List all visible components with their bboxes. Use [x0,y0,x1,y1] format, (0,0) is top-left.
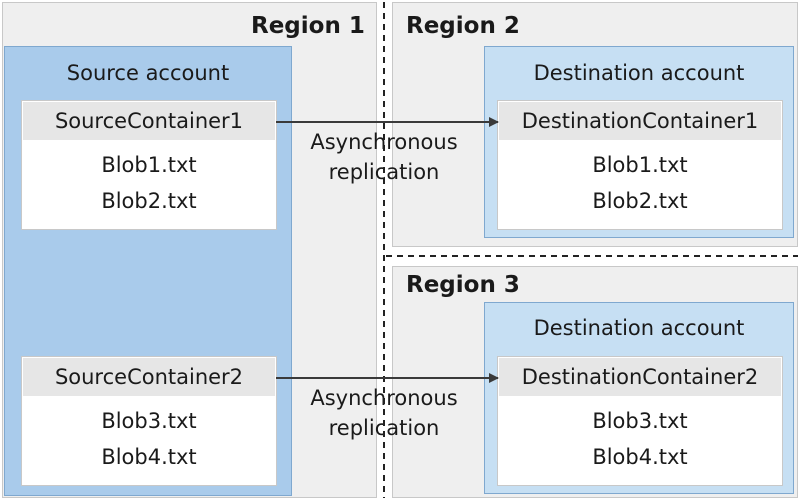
dest-blob-2-txt: Blob2.txt [592,189,688,213]
source-container-1-name: SourceContainer1 [23,102,275,140]
dest-blob-1-txt: Blob1.txt [592,153,688,177]
source-account-title: Source account [66,61,230,85]
destination-container-2: DestinationContainer2 Blob3.txt Blob4.tx… [497,356,783,486]
dest-blob-4-txt: Blob4.txt [592,445,688,469]
source-account: Source account SourceContainer1 Blob1.tx… [4,46,292,496]
blob-3-txt: Blob3.txt [101,409,197,433]
source-container-2: SourceContainer2 Blob3.txt Blob4.txt [21,356,277,486]
replication-label-1: Asynchronous replication [298,127,470,187]
destination-account-1-title: Destination account [533,61,745,85]
region-3-title: Region 3 [406,272,520,298]
blob-1-txt: Blob1.txt [101,153,197,177]
source-container-2-name: SourceContainer2 [23,358,275,396]
destination-account-1: Destination account DestinationContainer… [484,46,794,238]
destination-container-2-name: DestinationContainer2 [499,358,781,396]
replication-label-1-line-1: Asynchronous [310,130,458,154]
blob-4-txt: Blob4.txt [101,445,197,469]
destination-container-1-name: DestinationContainer1 [499,102,781,140]
replication-label-2-line-1: Asynchronous [310,386,458,410]
region-1-title: Region 1 [251,13,365,39]
blob-2-txt: Blob2.txt [101,189,197,213]
destination-account-2-title: Destination account [533,316,745,340]
replication-label-1-line-2: replication [328,160,440,184]
destination-container-1: DestinationContainer1 Blob1.txt Blob2.tx… [497,100,783,230]
replication-label-2: Asynchronous replication [298,383,470,443]
region-2-title: Region 2 [406,13,520,39]
source-container-1: SourceContainer1 Blob1.txt Blob2.txt [21,100,277,230]
replication-label-2-line-2: replication [328,416,440,440]
dest-blob-3-txt: Blob3.txt [592,409,688,433]
destination-account-2: Destination account DestinationContainer… [484,302,794,494]
